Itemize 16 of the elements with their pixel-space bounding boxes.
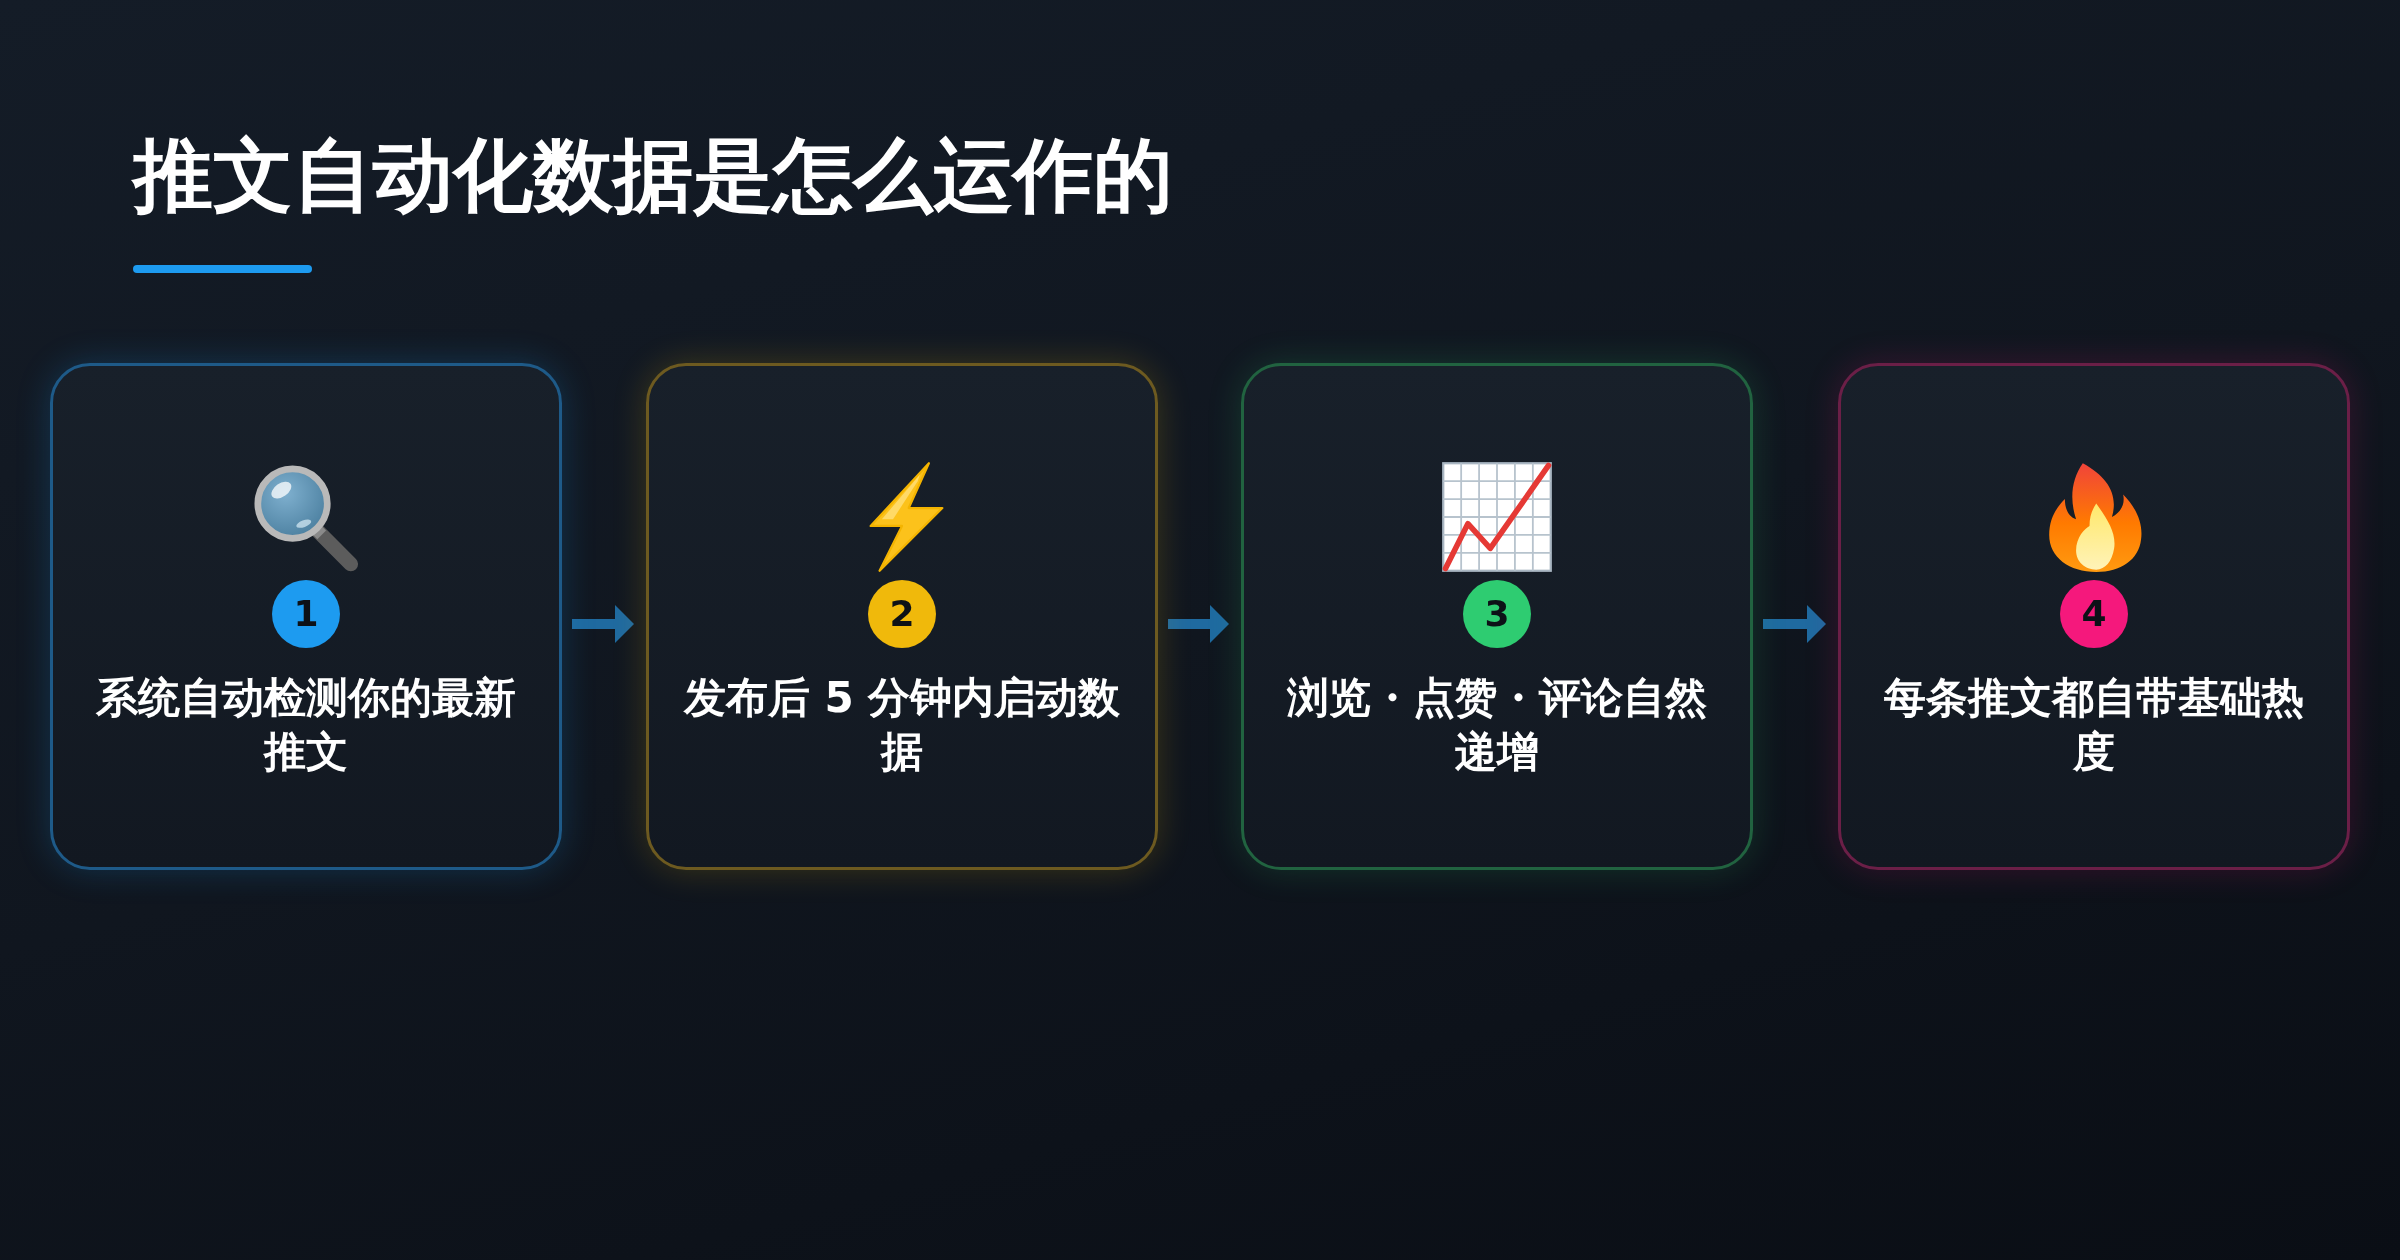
step-description: 每条推文都自带基础热度 [1883,672,2305,778]
step-number: 2 [868,580,936,648]
step-description: 浏览・点赞・评论自然递增 [1285,672,1708,778]
step-card [1241,363,1753,870]
step-card [646,363,1158,870]
step-number: 3 [1463,580,1531,648]
step-number: 1 [272,580,340,648]
step-number: 4 [2060,580,2128,648]
flow-arrow [1168,605,1229,643]
step-card [1838,363,2350,870]
step-description: 系统自动检测你的最新推文 [95,672,517,778]
step-card [50,363,562,870]
step-description: 发布后 5 分钟内启动数据 [682,672,1122,778]
flow-arrow [572,605,634,643]
flow-arrow [1763,605,1826,643]
title: 推文自动化数据是怎么运作的 [133,128,1173,224]
